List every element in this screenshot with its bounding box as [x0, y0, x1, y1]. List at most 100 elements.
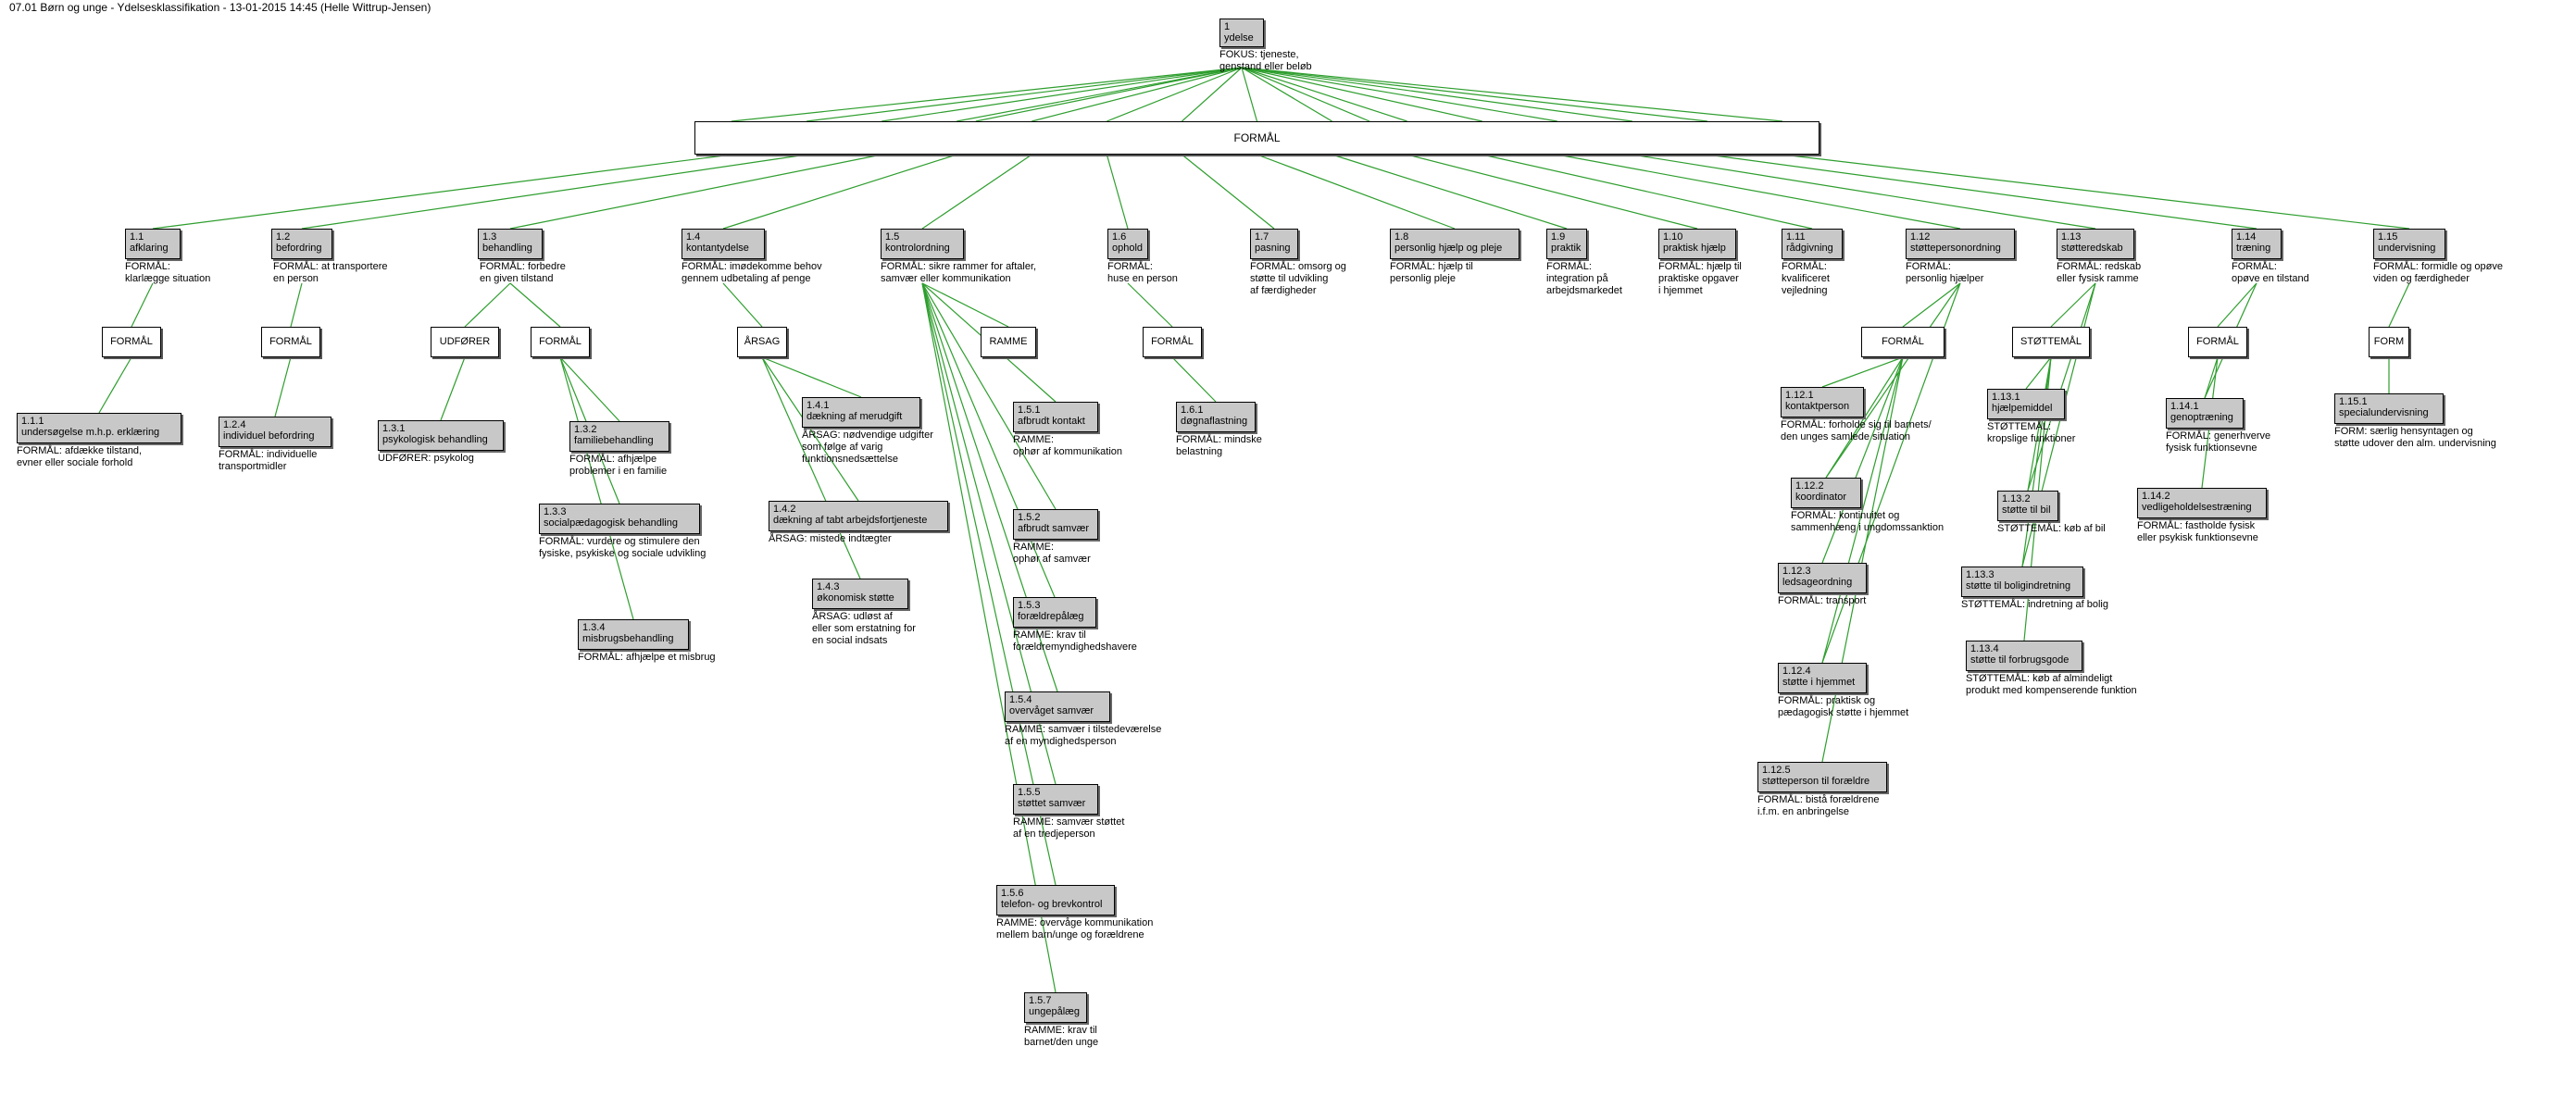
class-name: støtteperson til forældre	[1762, 776, 1870, 787]
bar-to-class-line	[301, 154, 807, 230]
class-description: FORMÅL: transport	[1778, 595, 1867, 606]
class-code: 1.1	[130, 231, 144, 243]
tree-edge	[921, 282, 1057, 993]
class-code: 1.3.3	[544, 506, 567, 517]
bar-to-class-line	[921, 154, 1032, 230]
tree-edge	[274, 356, 292, 417]
tree-edge	[722, 282, 763, 328]
class-code: 1.12.2	[1795, 480, 1824, 492]
facet-node[interactable]: FORMÅL	[2188, 327, 2247, 357]
class-code: 1.15.1	[2339, 396, 2368, 407]
class-code: 1.8	[1394, 231, 1409, 243]
class-code: 1.13.3	[1966, 569, 1995, 580]
class-description: FORMÅL: sikre rammer for aftaler, samvær…	[881, 261, 1037, 284]
tree-edge	[559, 356, 620, 422]
tree-edge	[2388, 282, 2410, 328]
facet-node[interactable]: UDFØRER	[431, 327, 499, 357]
class-code: 1.3	[482, 231, 497, 243]
facet-node[interactable]: FORM	[2369, 327, 2409, 357]
class-description: FORMÅL: integration på arbejdsmarkedet	[1546, 261, 1622, 296]
bar-to-class-line	[1332, 154, 1568, 230]
formal-group-bar[interactable]: FORMÅL	[694, 121, 1819, 155]
tree-edge	[559, 356, 634, 620]
root-to-bar-line	[1241, 67, 1258, 122]
class-name: støtte til bil	[2002, 504, 2051, 516]
class-code: 1.5.5	[1018, 787, 1041, 798]
class-name: forældrepålæg	[1018, 611, 1084, 622]
facet-node[interactable]: STØTTEMÅL	[2012, 327, 2090, 357]
class-name: støtte til forbrugsgode	[1970, 654, 2070, 666]
tree-edge	[509, 282, 561, 328]
facet-node[interactable]: FORMÅL	[102, 327, 161, 357]
tree-edge	[761, 356, 859, 502]
class-name: individuel befordring	[223, 430, 315, 442]
facet-node[interactable]: FORMÅL	[261, 327, 320, 357]
root-to-bar-line	[731, 67, 1243, 122]
class-code: 1	[1224, 21, 1231, 32]
facet-node[interactable]: FORMÅL	[1143, 327, 1202, 357]
tree-edge	[2204, 356, 2219, 399]
class-name: kontrolordning	[885, 243, 950, 254]
class-description: FORMÅL: forholde sig til barnets/ den un…	[1781, 419, 1932, 442]
class-name: støtte til boligindretning	[1966, 580, 2071, 592]
class-name: afbrudt kontakt	[1018, 416, 1085, 427]
class-description: FORMÅL: afdække tilstand, evner eller so…	[17, 445, 143, 468]
facet-node[interactable]: RAMME	[981, 327, 1036, 357]
bar-to-class-line	[509, 154, 882, 230]
tree-edge	[2027, 356, 2052, 492]
class-description: RAMME: ophør af kommunikation	[1013, 434, 1122, 457]
class-code: 1.5.1	[1018, 405, 1041, 416]
facet-node[interactable]: ÅRSAG	[737, 327, 787, 357]
facet-node[interactable]: FORMÅL	[1861, 327, 1945, 357]
facet-node[interactable]: FORMÅL	[531, 327, 590, 357]
class-name: personlig hjælp og pleje	[1394, 243, 1503, 254]
class-code: 1.13.1	[1992, 392, 2020, 403]
root-to-bar-line	[806, 67, 1243, 122]
